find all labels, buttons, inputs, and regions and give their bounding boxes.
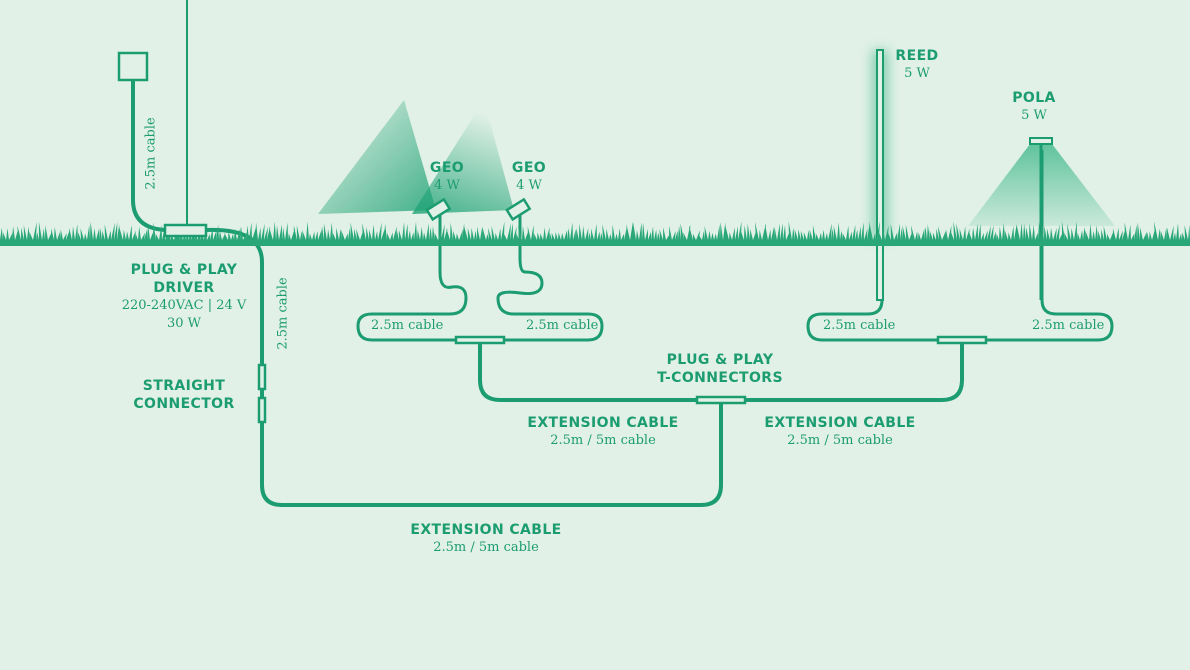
driver-spec: 220-240VAC | 24 V xyxy=(121,298,247,313)
straight-connector-label: STRAIGHT CONNECTOR xyxy=(133,377,234,413)
geo-left-name: GEO xyxy=(429,160,465,176)
right-extension-cable-label: EXTENSION CABLE 2.5m / 5m cable xyxy=(764,414,915,450)
left-extension-cable-sub: 2.5m / 5m cable xyxy=(550,433,656,448)
right-extension-cable xyxy=(745,343,964,402)
reed-label: REED 5 W xyxy=(895,47,938,83)
pola-cable-label: 2.5m cable xyxy=(1032,318,1105,333)
reed-power: 5 W xyxy=(904,66,930,81)
geo-left-cable-loop xyxy=(356,214,468,342)
geo-left-power: 4 W xyxy=(434,178,460,193)
right-extension-cable-sub: 2.5m / 5m cable xyxy=(787,433,893,448)
straight-connector-line1: STRAIGHT xyxy=(142,378,226,394)
straight-connector-cable-label: 2.5m cable xyxy=(275,277,291,350)
driver-label: PLUG & PLAY DRIVER 220-240VAC | 24 V 30 … xyxy=(122,261,247,333)
t-connectors-line2: T-CONNECTORS xyxy=(657,370,783,386)
geo-right-name: GEO xyxy=(511,160,547,176)
power-outlet-box xyxy=(117,51,149,82)
geo-right-cable-label: 2.5m cable xyxy=(526,318,599,333)
pola-cable-loop xyxy=(986,150,1114,342)
geo-right-power: 4 W xyxy=(516,178,542,193)
driver-title-line1: PLUG & PLAY xyxy=(130,262,238,278)
geo-left-fixture xyxy=(425,197,452,240)
straight-connector-line2: CONNECTOR xyxy=(133,396,235,412)
bottom-extension-cable-title: EXTENSION CABLE xyxy=(410,522,562,538)
pola-fixture-head xyxy=(1029,137,1053,145)
left-extension-cable-label: EXTENSION CABLE 2.5m / 5m cable xyxy=(527,414,678,450)
bottom-extension-cable xyxy=(260,403,723,507)
left-extension-cable xyxy=(478,343,697,402)
geo-right-light-beam xyxy=(412,100,514,214)
grass-band xyxy=(0,221,1190,246)
reed-cable-label: 2.5m cable xyxy=(823,318,896,333)
driver-input-cable xyxy=(131,80,166,232)
right-extension-cable-title: EXTENSION CABLE xyxy=(764,415,916,431)
grass-blades xyxy=(0,221,1190,246)
pola-label: POLA 5 W xyxy=(1012,89,1056,125)
geo-left-light-beam xyxy=(318,100,436,214)
geo-right-cable-loop xyxy=(496,214,604,342)
driver-box xyxy=(163,223,208,238)
straight-connector-part-2 xyxy=(257,396,267,424)
pola-power: 5 W xyxy=(1021,108,1047,123)
reed-name: REED xyxy=(895,48,939,64)
driver-cable-label: 2.5m cable xyxy=(143,117,159,190)
center-t-connector xyxy=(695,395,747,405)
left-t-connector xyxy=(454,335,506,345)
right-t-connector xyxy=(936,335,988,345)
driver-title-line2: DRIVER xyxy=(153,280,215,296)
left-extension-cable-title: EXTENSION CABLE xyxy=(527,415,679,431)
reed-cable-loop xyxy=(806,232,938,342)
geo-right-label: GEO 4 W xyxy=(512,159,546,195)
pola-name: POLA xyxy=(1012,90,1056,106)
geo-left-label: GEO 4 W xyxy=(430,159,464,195)
t-connectors-label: PLUG & PLAY T-CONNECTORS xyxy=(657,351,783,387)
reed-fixture xyxy=(876,49,884,301)
t-connectors-line1: PLUG & PLAY xyxy=(666,352,774,368)
bottom-extension-cable-sub: 2.5m / 5m cable xyxy=(433,540,539,555)
geo-left-cable-label: 2.5m cable xyxy=(371,318,444,333)
bottom-extension-cable-label: EXTENSION CABLE 2.5m / 5m cable xyxy=(410,521,561,557)
driver-power: 30 W xyxy=(166,316,202,331)
straight-connector-part-1 xyxy=(257,363,267,391)
